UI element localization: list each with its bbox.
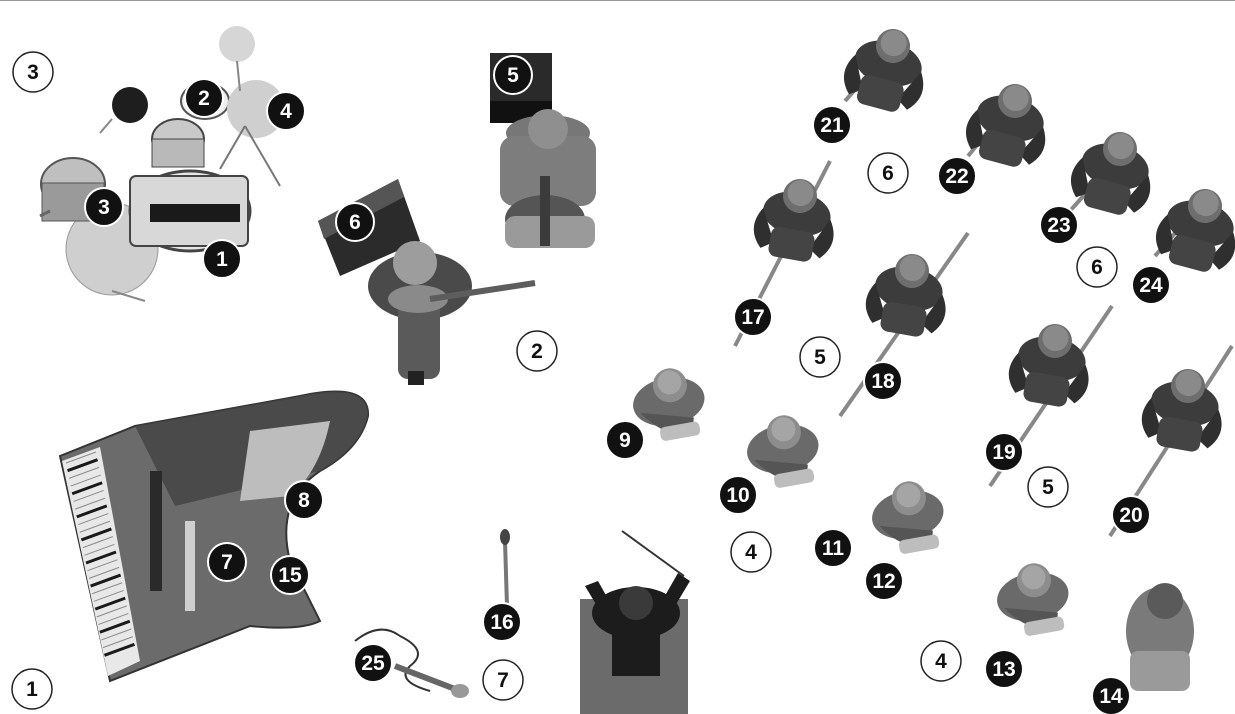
section-label-7: 7 (483, 660, 523, 700)
numbered-label-8: 8 (285, 481, 323, 519)
numbered-label-25: 25 (354, 644, 392, 682)
badge-number: 1 (26, 678, 38, 701)
badge-number: 1 (216, 248, 228, 271)
badge-number: 24 (1139, 274, 1163, 297)
numbered-label-14: 14 (1092, 677, 1130, 714)
badge-number: 6 (349, 211, 361, 234)
numbered-label-19: 19 (985, 433, 1023, 471)
badge-number: 17 (741, 306, 764, 329)
badge-number: 10 (726, 484, 749, 507)
badge-number: 3 (27, 61, 39, 84)
badge-number: 8 (298, 489, 310, 512)
badge-number: 25 (361, 652, 385, 675)
numbered-label-5: 5 (494, 56, 532, 94)
section-label-4: 4 (731, 532, 771, 572)
numbered-label-21: 21 (813, 106, 851, 144)
numbered-label-22: 22 (938, 157, 976, 195)
badge-number: 15 (278, 564, 302, 587)
badge-number: 6 (882, 162, 894, 185)
badge-number: 4 (280, 100, 292, 123)
badge-number: 19 (992, 441, 1015, 464)
badge-number: 5 (814, 346, 826, 369)
numbered-label-20: 20 (1112, 496, 1150, 534)
section-label-6: 6 (868, 153, 908, 193)
section-label-5: 5 (1028, 467, 1068, 507)
badge-number: 5 (507, 64, 519, 87)
saxophonist-icon (628, 363, 1075, 640)
badge-number: 12 (872, 570, 895, 593)
numbered-label-1: 1 (203, 240, 241, 278)
badge-number: 2 (198, 87, 210, 110)
section-label-2: 2 (517, 331, 557, 371)
numbered-label-12: 12 (865, 562, 903, 600)
badge-number: 14 (1099, 685, 1123, 708)
badge-number: 2 (531, 340, 543, 363)
badge-number: 21 (820, 114, 844, 137)
badge-number: 4 (935, 650, 947, 673)
numbered-label-11: 11 (814, 529, 852, 567)
section-label-3: 3 (13, 52, 53, 92)
trumpeter-icon (838, 19, 1235, 278)
numbered-label-10: 10 (719, 476, 757, 514)
badge-number: 7 (497, 669, 509, 692)
section-label-1: 1 (12, 669, 52, 709)
numbered-label-16: 16 (483, 603, 521, 641)
badge-number: 16 (490, 611, 513, 634)
badge-number: 23 (1047, 214, 1070, 237)
numbered-label-24: 24 (1132, 266, 1170, 304)
badge-number: 11 (822, 537, 845, 560)
badge-number: 4 (745, 541, 757, 564)
badge-number: 5 (1042, 476, 1054, 499)
section-label-5: 5 (800, 337, 840, 377)
badge-number: 22 (945, 165, 968, 188)
guitarist-icon (368, 241, 535, 385)
numbered-label-7: 7 (208, 543, 246, 581)
drum-kit-icon (40, 26, 285, 301)
badge-number: 20 (1119, 504, 1142, 527)
numbered-label-6: 6 (336, 203, 374, 241)
numbered-label-13: 13 (985, 650, 1023, 688)
numbered-label-17: 17 (734, 298, 772, 336)
numbered-label-15: 15 (271, 556, 309, 594)
badge-number: 3 (98, 196, 110, 219)
badge-number: 6 (1091, 256, 1103, 279)
microphone-stand-icon (500, 529, 510, 606)
numbered-label-4: 4 (267, 92, 305, 130)
badge-number: 13 (992, 658, 1015, 681)
seated-musician-icon (1126, 583, 1194, 691)
grand-piano-icon (60, 392, 368, 682)
bass-player-icon (500, 109, 596, 248)
badge-number: 7 (221, 551, 233, 574)
numbered-label-2: 2 (185, 79, 223, 117)
numbered-label-23: 23 (1040, 206, 1078, 244)
section-label-4: 4 (921, 641, 961, 681)
badge-number: 18 (871, 370, 895, 393)
numbered-label-3: 3 (85, 188, 123, 226)
conductor-icon (580, 531, 690, 714)
numbered-label-18: 18 (864, 362, 902, 400)
section-label-6: 6 (1077, 247, 1117, 287)
badge-number: 9 (619, 429, 631, 452)
numbered-label-9: 9 (606, 421, 644, 459)
